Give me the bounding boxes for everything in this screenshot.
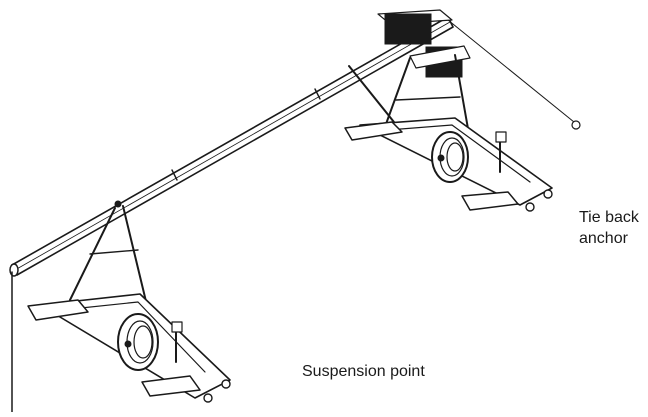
beam-clamp-front <box>114 200 122 208</box>
rear-foot-pad-right <box>461 191 519 211</box>
outrigger-beam <box>9 16 454 277</box>
beam-joint <box>171 169 178 181</box>
tie-back-cable <box>447 19 575 123</box>
front-castor <box>203 393 213 403</box>
tie-back-label-line2: anchor <box>579 230 628 247</box>
front-castor <box>221 379 231 389</box>
beam-joint <box>314 88 321 100</box>
tie-back-anchor-label: Tie back anchor <box>579 207 639 249</box>
tie-back-label-line1: Tie back <box>579 209 639 226</box>
rear-foot-pad-left <box>344 121 403 141</box>
front-cart <box>27 205 231 403</box>
front-foot-pad-right <box>141 375 201 397</box>
rear-castor <box>525 202 535 212</box>
suspension-point-label: Suspension point <box>302 363 425 380</box>
front-foot-pad-left <box>27 299 89 321</box>
tie-back <box>447 19 581 130</box>
beam-end-cap <box>9 263 19 277</box>
rear-cart <box>344 54 553 212</box>
tie-back-anchor-ring <box>571 120 581 130</box>
rear-castor <box>543 189 553 199</box>
